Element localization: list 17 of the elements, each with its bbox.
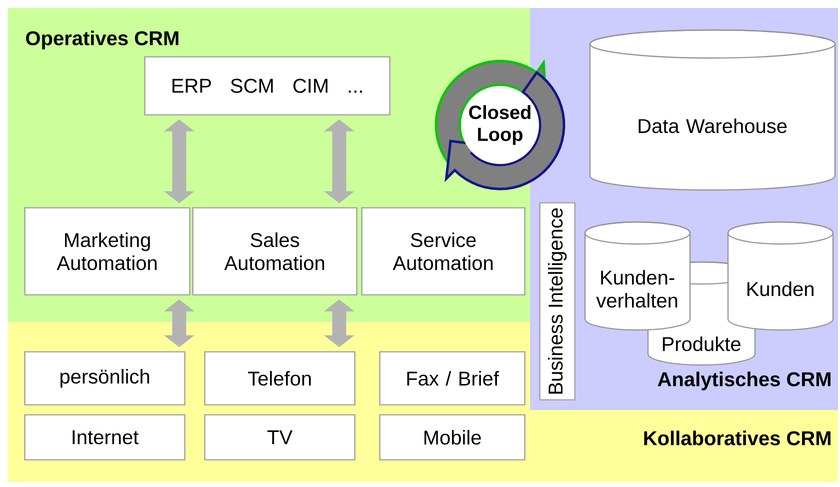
text-box: Telefon (204, 351, 356, 406)
database-cylinder: Kunden- verhalten (584, 221, 691, 331)
region-heading: Operatives CRM (26, 30, 178, 50)
text-box: TV (204, 414, 356, 460)
region-heading: Analytisches CRM (658, 372, 830, 390)
database-cylinder: Kunden (727, 221, 834, 331)
text-box: Sales Automation (192, 207, 358, 296)
text-box: Service Automation (361, 207, 526, 296)
text-box: Internet (24, 414, 186, 460)
vertical-text-box: Business Intelligence (539, 202, 576, 400)
text-box: Fax / Brief (379, 351, 526, 406)
text-box: ERP SCM CIM ... (144, 56, 390, 116)
text-box: persönlich (24, 351, 186, 406)
database-cylinder: Data Warehouse (589, 29, 836, 191)
text-box: Marketing Automation (24, 207, 190, 296)
text-box: Mobile (379, 414, 526, 460)
region-heading: Kollaboratives CRM (644, 430, 830, 446)
